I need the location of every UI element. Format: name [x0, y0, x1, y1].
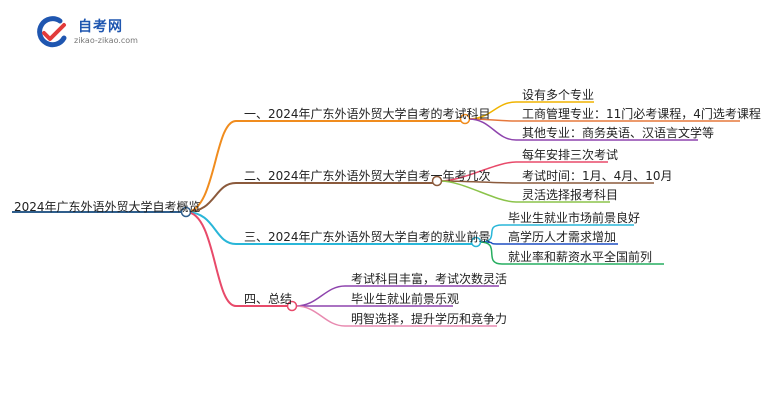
branch-3-item-3: 就业率和薪资水平全国前列: [508, 250, 653, 264]
branch-4-item-3: 明智选择，提升学历和竞争力: [351, 312, 508, 326]
branch-1-node: [459, 113, 471, 125]
root-topic: 2024年广东外语外贸大学自考概览: [14, 200, 201, 214]
branch-3-topic: 三、2024年广东外语外贸大学自考的就业前景: [244, 230, 491, 244]
branch-2-connector: [185, 182, 237, 213]
root-node: [180, 206, 192, 218]
branch-3-connector: [185, 211, 237, 245]
branch-4-item-1: 考试科目丰富，考试次数灵活: [351, 272, 508, 286]
branch-3-node: [470, 236, 482, 248]
branch-2-item-2: 考试时间：1月、4月、10月: [522, 169, 673, 183]
branch-3-item-1: 毕业生就业市场前景良好: [508, 211, 641, 225]
branch-2-topic: 二、2024年广东外语外贸大学自考一年考几次: [244, 169, 491, 183]
branch-4-item-1-connector: [295, 285, 346, 307]
branch-4-item-2: 毕业生就业前景乐观: [351, 292, 460, 306]
branch-1-item-3: 其他专业：商务英语、汉语言文学等: [522, 126, 715, 140]
branch-1-topic: 一、2024年广东外语外贸大学自考的考试科目: [244, 107, 491, 121]
branch-4-topic: 四、总结: [244, 292, 293, 306]
branch-1-item-2: 工商管理专业：11门必考课程，4门选考课程: [522, 107, 761, 121]
logo-mark-icon: [37, 16, 67, 48]
branch-4-item-3-connector: [295, 305, 346, 327]
branch-3-item-3-connector: [479, 241, 503, 265]
branch-1-connector: [185, 120, 237, 213]
branch-4-connector: [185, 211, 237, 307]
branch-2-item-3-connector: [440, 180, 517, 203]
branch-4-node: [286, 300, 298, 312]
branch-1-item-1: 设有多个专业: [522, 88, 595, 102]
branch-3-item-2: 高学历人才需求增加: [508, 230, 617, 244]
site-logo[interactable]: 自考网 zikao-zikao.com: [34, 14, 144, 50]
logo-url: zikao-zikao.com: [74, 36, 138, 45]
branch-2-node: [431, 175, 443, 187]
logo-title: 自考网: [78, 19, 123, 35]
branch-2-item-3: 灵活选择报考科目: [522, 188, 619, 202]
branch-1-item-3-connector: [468, 118, 517, 141]
branch-2-item-1: 每年安排三次考试: [522, 148, 619, 162]
